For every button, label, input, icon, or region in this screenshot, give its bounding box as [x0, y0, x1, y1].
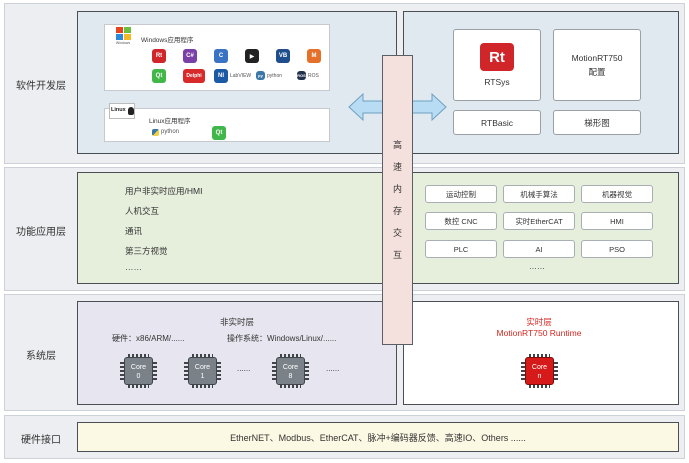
- non-realtime-title: 非实时层: [219, 317, 254, 327]
- vb-icon: VB: [276, 49, 290, 63]
- motionrt-config-line2: 配置: [588, 66, 606, 77]
- layer-label-software: 软件开发层: [16, 81, 66, 92]
- function-item: 人机交互: [125, 206, 160, 216]
- python-caption: python: [161, 129, 180, 135]
- core-label: Core: [282, 364, 299, 371]
- core-number: 8: [288, 373, 293, 380]
- hardware-platforms: 硬件：x86/ARM/......: [112, 334, 185, 343]
- linux-logo: Linux: [109, 103, 135, 119]
- layer-label-hardware: 硬件接口: [21, 435, 61, 446]
- ladder-box: 梯形图: [553, 110, 641, 135]
- function-item: 用户非实时应用/HMI: [125, 186, 203, 196]
- rtsys-box: Rt RTSys: [453, 29, 541, 101]
- core-chip-icon: Core 1: [184, 354, 221, 388]
- feature-box: 运动控制: [425, 185, 497, 203]
- core-label: Core: [531, 364, 548, 371]
- core-number: n: [537, 373, 542, 380]
- memory-bar-char: 交: [392, 228, 402, 238]
- ros-icon: ROS: [297, 71, 306, 80]
- core-number: 0: [136, 373, 141, 380]
- memory-bar-char: 互: [392, 250, 402, 260]
- function-left-panel: [77, 172, 397, 284]
- linux-apps-title: Linux应用程序: [149, 118, 191, 125]
- core-chip-icon: Core n: [521, 354, 558, 388]
- feature-box: PLC: [425, 240, 497, 258]
- linux-apps-card: Linux Linux应用程序 python Qt: [104, 103, 330, 142]
- delphi-icon: Delphi: [183, 69, 205, 83]
- memory-bar-char: 速: [392, 162, 402, 172]
- arrow-left-icon: [348, 92, 384, 122]
- memory-bar-char: 高: [392, 140, 402, 150]
- core-label: Core: [130, 364, 147, 371]
- qt-icon: Qt: [152, 69, 166, 83]
- feature-box: AI: [503, 240, 575, 258]
- motionrt-config-line1: MotionRT750: [571, 52, 623, 63]
- ladder-label: 梯形图: [584, 117, 610, 128]
- function-item: 通讯: [125, 226, 143, 236]
- python-caption: python: [267, 73, 283, 79]
- python-editor-icon: ▶: [245, 49, 259, 63]
- core-label: Core: [194, 364, 211, 371]
- feature-box: 机械手算法: [503, 185, 575, 203]
- feature-box: HMI: [581, 212, 653, 230]
- layer-label-system: 系统层: [26, 351, 56, 362]
- core-chip-icon: Core 8: [272, 354, 309, 388]
- layer-label-function: 功能应用层: [16, 227, 66, 238]
- function-item: 第三方视觉: [125, 246, 168, 256]
- rtsys-label: RTSys: [484, 77, 510, 87]
- python-logo-icon: [152, 129, 159, 136]
- ros-caption: ROS: [308, 73, 319, 79]
- high-speed-memory-bar: 高 速 内 存 交 互: [382, 55, 413, 345]
- rtbasic-label: RTBasic: [481, 117, 513, 128]
- memory-bar-char: 内: [392, 184, 402, 194]
- windows-apps-card: Windows Windows应用程序 Rt C# C ▶ VB M Qt Delphi NI p…: [104, 24, 330, 91]
- motionrt-config-box: MotionRT750 配置: [553, 29, 641, 101]
- linux-logo-caption: Linux: [111, 107, 126, 113]
- realtime-runtime-name: MotionRT750 Runtime: [496, 328, 582, 338]
- rtsys-app-icon: Rt: [152, 49, 166, 63]
- cpp-icon: C: [214, 49, 228, 63]
- system-left-dots: ......: [237, 364, 251, 373]
- arrow-right-icon: [411, 92, 447, 122]
- function-item: ……: [125, 262, 142, 272]
- feature-box: 机器视觉: [581, 185, 653, 203]
- core-number: 1: [200, 373, 205, 380]
- windows-apps-title: Windows应用程序: [141, 37, 194, 44]
- memory-bar-char: 存: [392, 206, 402, 216]
- labview-caption: LabVIEW: [230, 73, 252, 79]
- labview-icon: NI: [214, 69, 228, 83]
- windows-logo-caption: Windows: [115, 41, 131, 45]
- csharp-icon: C#: [183, 49, 197, 63]
- feature-box: 数控 CNC: [425, 212, 497, 230]
- realtime-title: 实时层: [526, 317, 552, 327]
- python-icon: py: [256, 71, 265, 80]
- feature-box: 实时EtherCAT: [503, 212, 575, 230]
- tux-icon: [128, 107, 134, 115]
- core-chip-icon: Core 0: [120, 354, 157, 388]
- operating-systems: 操作系统：Windows/Linux/......: [227, 334, 337, 343]
- windows-logo: Windows: [111, 25, 135, 47]
- feature-box: PSO: [581, 240, 653, 258]
- rtsys-logo-icon: Rt: [480, 43, 514, 71]
- function-right-dots: ……: [529, 262, 545, 271]
- rtbasic-box: RTBasic: [453, 110, 541, 135]
- qt-icon: Qt: [212, 126, 226, 140]
- rtsys-logo-text: Rt: [489, 48, 505, 66]
- system-left-dots: ......: [326, 364, 340, 373]
- hardware-interfaces: EtherNET、Modbus、EtherCAT、脉冲+编码器反馈、高速IO、O…: [77, 422, 679, 452]
- windows-logo-icon: [116, 27, 131, 41]
- matlab-icon: M: [307, 49, 321, 63]
